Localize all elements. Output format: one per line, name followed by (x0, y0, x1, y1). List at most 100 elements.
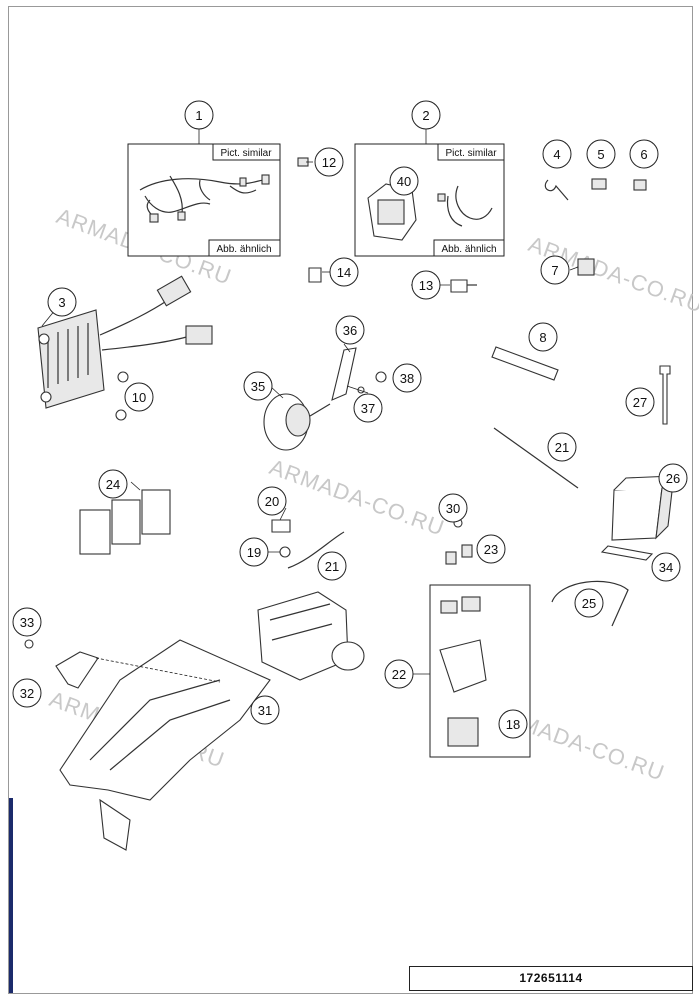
svg-text:33: 33 (20, 615, 34, 630)
clip-5 (591, 178, 607, 190)
svg-text:2: 2 (422, 108, 429, 123)
svg-text:27: 27 (633, 395, 647, 410)
svg-text:14: 14 (337, 265, 351, 280)
svg-text:25: 25 (582, 596, 596, 611)
callout-32: 32 (12, 678, 42, 708)
callout-10: 10 (124, 382, 154, 412)
box2-top-note: Pict. similar (445, 148, 497, 159)
svg-text:21: 21 (325, 559, 339, 574)
svg-text:26: 26 (666, 471, 680, 486)
svg-text:36: 36 (343, 323, 357, 338)
svg-text:30: 30 (446, 501, 460, 516)
svg-text:34: 34 (659, 560, 673, 575)
callout-4: 4 (542, 139, 572, 169)
svg-text:7: 7 (551, 263, 558, 278)
left-edge-bar (9, 798, 13, 993)
svg-text:21: 21 (555, 440, 569, 455)
regulator (37, 275, 213, 409)
callout-21-right: 21 (547, 432, 577, 462)
cable-21-right (493, 427, 579, 489)
cable-21-left (287, 531, 345, 569)
starter-motor (257, 591, 365, 681)
svg-text:31: 31 (258, 703, 272, 718)
callout-14: 14 (329, 257, 359, 287)
callout-38: 38 (392, 363, 422, 393)
relay-7 (577, 258, 595, 276)
svg-text:35: 35 (251, 379, 265, 394)
callout-13: 13 (411, 270, 441, 300)
strap-8 (491, 346, 559, 381)
callout-3: 3 (47, 287, 77, 317)
fuse-boxes-24 (79, 489, 171, 555)
svg-text:24: 24 (106, 477, 120, 492)
callout-24: 24 (98, 469, 128, 499)
callout-19: 19 (239, 537, 269, 567)
bolts-10 (115, 371, 129, 421)
bracket-32 (55, 651, 99, 689)
svg-text:18: 18 (506, 717, 520, 732)
svg-text:19: 19 (247, 545, 261, 560)
watermark-3: ARMADA-CO.RU (266, 454, 448, 541)
pad-34 (600, 545, 654, 561)
svg-text:8: 8 (539, 330, 546, 345)
svg-text:13: 13 (419, 278, 433, 293)
fuse-23-a (445, 551, 457, 565)
svg-text:37: 37 (361, 401, 375, 416)
diagram-frame (8, 6, 693, 994)
callout-30: 30 (438, 493, 468, 523)
callout-40: 40 (389, 166, 419, 196)
cable-tie-4 (544, 179, 569, 201)
clip-6 (633, 179, 647, 191)
fuse-23-b (461, 544, 473, 558)
svg-text:22: 22 (392, 667, 406, 682)
strap-27 (659, 365, 671, 425)
callout-37: 37 (353, 393, 383, 423)
callouts: 1 2 3 4 5 6 7 8 10 12 13 14 18 19 20 21 … (12, 100, 688, 739)
svg-text:23: 23 (484, 542, 498, 557)
svg-text:12: 12 (322, 155, 336, 170)
callout-34: 34 (651, 552, 681, 582)
box2-bottom-note: Abb. ähnlich (441, 244, 496, 255)
callout-2: 2 (411, 100, 441, 130)
callout-1: 1 (184, 100, 214, 130)
callout-7: 7 (540, 255, 570, 285)
callout-27: 27 (625, 387, 655, 417)
callout-36: 36 (335, 315, 365, 345)
box-sub-harness: Pict. similar Abb. ähnlich (354, 143, 505, 257)
callout-21-left: 21 (317, 551, 347, 581)
callout-33: 33 (12, 607, 42, 637)
svg-text:10: 10 (132, 390, 146, 405)
screw-33 (24, 639, 34, 649)
svg-text:4: 4 (553, 147, 560, 162)
horn-assembly (263, 347, 387, 451)
callout-18: 18 (498, 709, 528, 739)
callout-5: 5 (586, 139, 616, 169)
nut-19 (279, 546, 291, 558)
callout-31: 31 (250, 695, 280, 725)
box1-top-note: Pict. similar (220, 148, 272, 159)
callout-12: 12 (314, 147, 344, 177)
svg-text:20: 20 (265, 494, 279, 509)
callout-6: 6 (629, 139, 659, 169)
document-number: 172651114 (409, 966, 693, 991)
box-wiring-harness: Pict. similar Abb. ähnlich (127, 143, 281, 257)
connector-14 (308, 267, 322, 283)
svg-text:5: 5 (597, 147, 604, 162)
callout-22: 22 (384, 659, 414, 689)
box1-bottom-note: Abb. ähnlich (216, 244, 271, 255)
svg-text:32: 32 (20, 686, 34, 701)
cable-25 (551, 580, 629, 627)
callout-35: 35 (243, 371, 273, 401)
svg-text:3: 3 (58, 295, 65, 310)
svg-text:1: 1 (195, 108, 202, 123)
rear-fender-frame (59, 639, 271, 851)
svg-text:40: 40 (397, 174, 411, 189)
callout-23: 23 (476, 534, 506, 564)
callout-8: 8 (528, 322, 558, 352)
callout-25: 25 (574, 588, 604, 618)
box-relays-22 (429, 584, 531, 758)
svg-text:38: 38 (400, 371, 414, 386)
connector-13 (450, 279, 468, 293)
